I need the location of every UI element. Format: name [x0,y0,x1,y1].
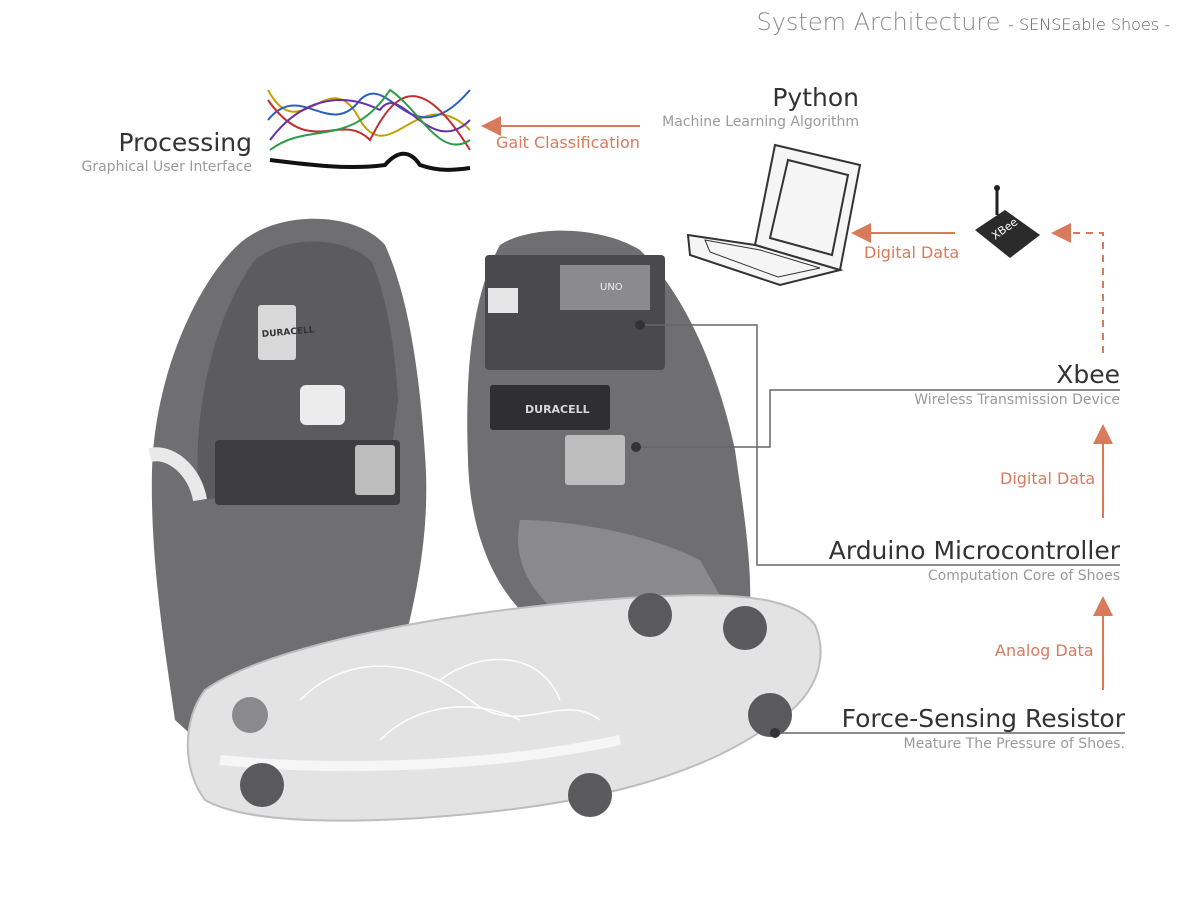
right-shoe: UNO DURACELL [467,230,751,655]
xbee-title: Xbee [1056,360,1120,389]
fsr-sensor [748,693,792,737]
digital-data-label-top: Digital Data [864,243,960,262]
fsr-label: Force-Sensing Resistor Meature The Press… [842,706,1125,751]
xbee-device: XBee [975,185,1040,258]
fsr-sensor [628,593,672,637]
right-xbee [565,435,625,485]
fsr-sensor [232,697,268,733]
gait-classification-label: Gait Classification [496,133,640,152]
python-subtitle: Machine Learning Algorithm [662,114,859,130]
fsr-sensor [568,773,612,817]
xbee-label: Xbee Wireless Transmission Device [914,362,1120,407]
right-battery [490,385,610,430]
arduino-pointer-dot [635,320,645,330]
left-battery [258,305,296,360]
insole [186,593,822,822]
left-connector [300,385,345,425]
laptop-sketch [686,143,862,287]
left-battery-label: DURACELL [261,325,315,340]
processing-label: Processing Graphical User Interface [82,130,253,174]
wireless-flow-arrow [1051,223,1104,353]
title-subtitle: - SENSEable Shoes - [1008,15,1170,34]
fsr-subtitle: Meature The Pressure of Shoes. [903,736,1126,752]
processing-waveform [267,88,471,172]
fsr-sensor [723,606,767,650]
leader-lines [636,324,1125,734]
xbee-pointer-dot [631,442,641,452]
arduino-label: Arduino Microcontroller Computation Core… [829,538,1120,583]
page-title: System Architecture - SENSEable Shoes - [756,8,1170,36]
processing-subtitle: Graphical User Interface [81,159,253,175]
arduino-brand-label: UNO [600,282,623,293]
left-shoe: DURACELL [148,218,427,793]
analog-data-label: Analog Data [995,641,1094,660]
fsr-pointer-dot [770,728,780,738]
arduino-title: Arduino Microcontroller [828,536,1120,565]
left-circuit-board [215,440,400,505]
title-main: System Architecture [756,8,1001,36]
right-battery-label: DURACELL [525,403,590,416]
digital-data-label-right: Digital Data [1000,469,1096,488]
left-xbee [355,445,395,495]
processing-title: Processing [118,128,253,157]
python-title: Python [772,83,859,112]
arduino-subtitle: Computation Core of Shoes [927,568,1120,584]
xbee-subtitle: Wireless Transmission Device [914,392,1120,408]
fsr-sensor [240,763,284,807]
fsr-title: Force-Sensing Resistor [841,704,1125,733]
python-label: Python Machine Learning Algorithm [662,85,859,129]
